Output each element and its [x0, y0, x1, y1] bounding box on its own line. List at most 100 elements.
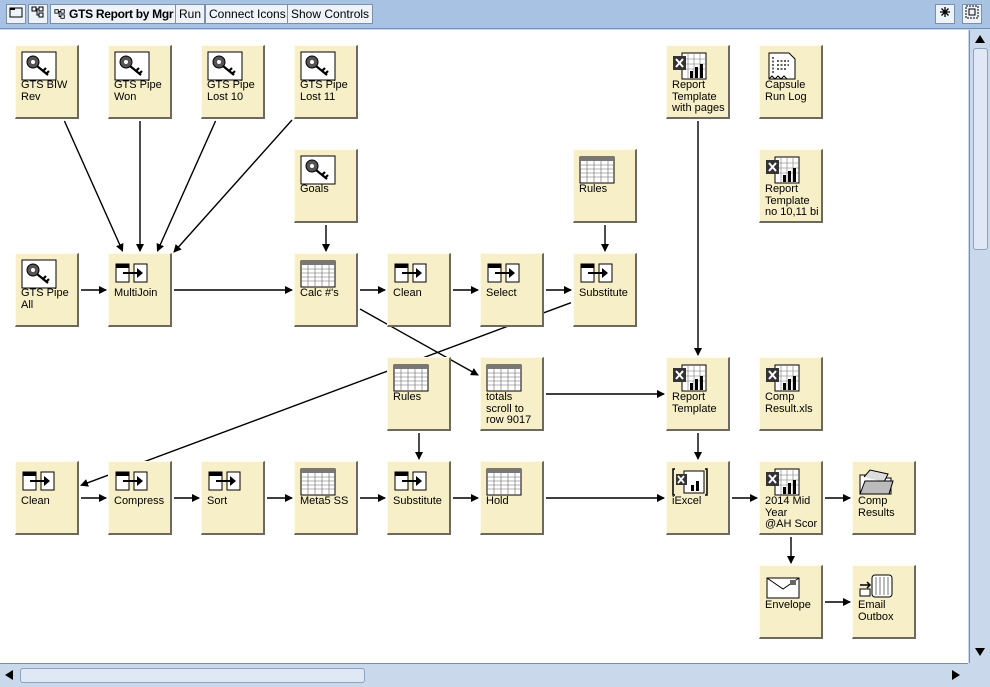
- sheet-icon: [300, 259, 336, 289]
- outbox-icon: [858, 571, 894, 601]
- node-label: GTS BIW Rev: [21, 80, 68, 103]
- node-label: Email Outbox: [858, 600, 894, 623]
- node-label: iExcel: [672, 496, 702, 507]
- vertical-scroll-thumb[interactable]: [973, 48, 988, 250]
- node-goals[interactable]: Goals: [294, 149, 358, 223]
- node-label: Clean: [393, 288, 422, 299]
- node-label: Goals: [300, 184, 329, 195]
- node-label: Report Template: [672, 392, 717, 415]
- report-title: GTS Report by Mgr: [69, 7, 174, 21]
- node-label: Report Template with pages: [672, 80, 725, 114]
- key-icon: [21, 259, 57, 289]
- asterisk-icon[interactable]: [935, 4, 955, 24]
- key-icon: [207, 51, 243, 81]
- node-label: Report Template no 10,11 bi: [765, 184, 819, 218]
- node-rules-mid[interactable]: Rules: [387, 357, 451, 431]
- node-gts-pipe-all[interactable]: GTS Pipe All: [15, 253, 79, 327]
- sheet-icon: [486, 363, 522, 393]
- node-label: GTS Pipe Won: [114, 80, 162, 103]
- excel-icon: [672, 51, 708, 81]
- node-label: MultiJoin: [114, 288, 158, 299]
- sheet-icon: [579, 155, 615, 185]
- iexcel-icon: [672, 467, 708, 497]
- node-label: Meta5 SS: [300, 496, 349, 507]
- node-label: Substitute: [579, 288, 628, 299]
- process-icon: [579, 259, 615, 289]
- connect-icons-button[interactable]: Connect Icons: [205, 4, 290, 24]
- excel-icon: [672, 363, 708, 393]
- node-meta5-ss[interactable]: Meta5 SS: [294, 461, 358, 535]
- node-substitute-bottom[interactable]: Substitute: [387, 461, 451, 535]
- process-icon: [114, 259, 150, 289]
- horizontal-scrollbar[interactable]: [0, 663, 968, 687]
- node-gts-biw-rev[interactable]: GTS BIW Rev: [15, 45, 79, 119]
- process-icon: [207, 467, 243, 497]
- structure-icon[interactable]: [28, 4, 48, 24]
- connection-arrows: [63, 119, 851, 606]
- sheet-icon: [486, 467, 522, 497]
- report-title-button[interactable]: GTS Report by Mgr: [50, 4, 178, 24]
- node-label: Comp Result.xls: [765, 392, 813, 415]
- node-rules-top[interactable]: Rules: [573, 149, 637, 223]
- node-label: Compress: [114, 496, 165, 507]
- sheet-icon: [393, 363, 429, 393]
- scroll-right-icon[interactable]: [948, 667, 964, 683]
- node-sort[interactable]: Sort: [201, 461, 265, 535]
- connection-calc-to-totals: [359, 308, 479, 376]
- scroll-left-icon[interactable]: [1, 667, 17, 683]
- node-multijoin[interactable]: MultiJoin: [108, 253, 172, 327]
- sheet-icon: [300, 467, 336, 497]
- node-clean-top[interactable]: Clean: [387, 253, 451, 327]
- excel-icon: [765, 363, 801, 393]
- node-iexcel[interactable]: iExcel: [666, 461, 730, 535]
- node-gts-pipe-lost10[interactable]: GTS Pipe Lost 10: [201, 45, 265, 119]
- node-comp-result[interactable]: Comp Result.xls: [759, 357, 823, 431]
- connection-substitute-top-to-clean-bottom: [80, 302, 572, 487]
- key-icon: [300, 51, 336, 81]
- node-label: Sort: [207, 496, 228, 507]
- folder-icon: [858, 467, 894, 497]
- resize-window-icon[interactable]: [962, 4, 982, 24]
- node-label: Envelope: [765, 600, 811, 611]
- node-label: GTS Pipe Lost 10: [207, 80, 255, 103]
- node-hold[interactable]: Hold: [480, 461, 544, 535]
- node-label: Comp Results: [858, 496, 895, 519]
- node-email-outbox[interactable]: Email Outbox: [852, 565, 916, 639]
- node-mid-year[interactable]: 2014 Mid Year @AH Scor: [759, 461, 823, 535]
- scroll-up-icon[interactable]: [972, 31, 988, 47]
- node-gts-pipe-won[interactable]: GTS Pipe Won: [108, 45, 172, 119]
- scroll-down-icon[interactable]: [972, 644, 988, 660]
- key-icon: [114, 51, 150, 81]
- node-capsule-run-log[interactable]: Capsule Run Log: [759, 45, 823, 119]
- title-bar: GTS Report by Mgr Run Connect Icons Show…: [0, 0, 990, 29]
- excel-icon: [765, 155, 801, 185]
- connection-gts-biw-rev-to-multijoin: [63, 120, 124, 252]
- workflow-canvas[interactable]: GTS BIW Rev GTS Pipe Won GTS Pipe Lost 10 G…: [0, 30, 968, 663]
- node-report-template-pages[interactable]: Report Template with pages: [666, 45, 730, 119]
- node-substitute-top[interactable]: Substitute: [573, 253, 637, 327]
- node-clean-bottom[interactable]: Clean: [15, 461, 79, 535]
- structure-icon: [54, 9, 65, 19]
- node-label: Substitute: [393, 496, 442, 507]
- node-label: Rules: [393, 392, 422, 403]
- vertical-scrollbar[interactable]: [969, 30, 990, 663]
- run-button[interactable]: Run: [175, 4, 206, 24]
- node-report-template-no[interactable]: Report Template no 10,11 bi: [759, 149, 823, 223]
- node-label: GTS Pipe Lost 11: [300, 80, 348, 103]
- node-select[interactable]: Select: [480, 253, 544, 327]
- horizontal-scroll-thumb[interactable]: [20, 668, 365, 683]
- log-icon: [765, 51, 801, 81]
- process-icon: [393, 259, 429, 289]
- node-totals[interactable]: totals scroll to row 9017: [480, 357, 544, 431]
- connection-gts-pipe-lost10-to-multijoin: [156, 120, 217, 252]
- show-controls-button[interactable]: Show Controls: [287, 4, 374, 24]
- node-envelope[interactable]: Envelope: [759, 565, 823, 639]
- node-gts-pipe-lost11[interactable]: GTS Pipe Lost 11: [294, 45, 358, 119]
- connection-gts-pipe-lost11-to-multijoin: [173, 119, 293, 253]
- scrollbar-corner: [969, 663, 990, 687]
- node-report-template[interactable]: Report Template: [666, 357, 730, 431]
- window-icon[interactable]: [6, 4, 26, 24]
- node-calc[interactable]: Calc #'s: [294, 253, 358, 327]
- node-comp-results[interactable]: Comp Results: [852, 461, 916, 535]
- node-compress[interactable]: Compress: [108, 461, 172, 535]
